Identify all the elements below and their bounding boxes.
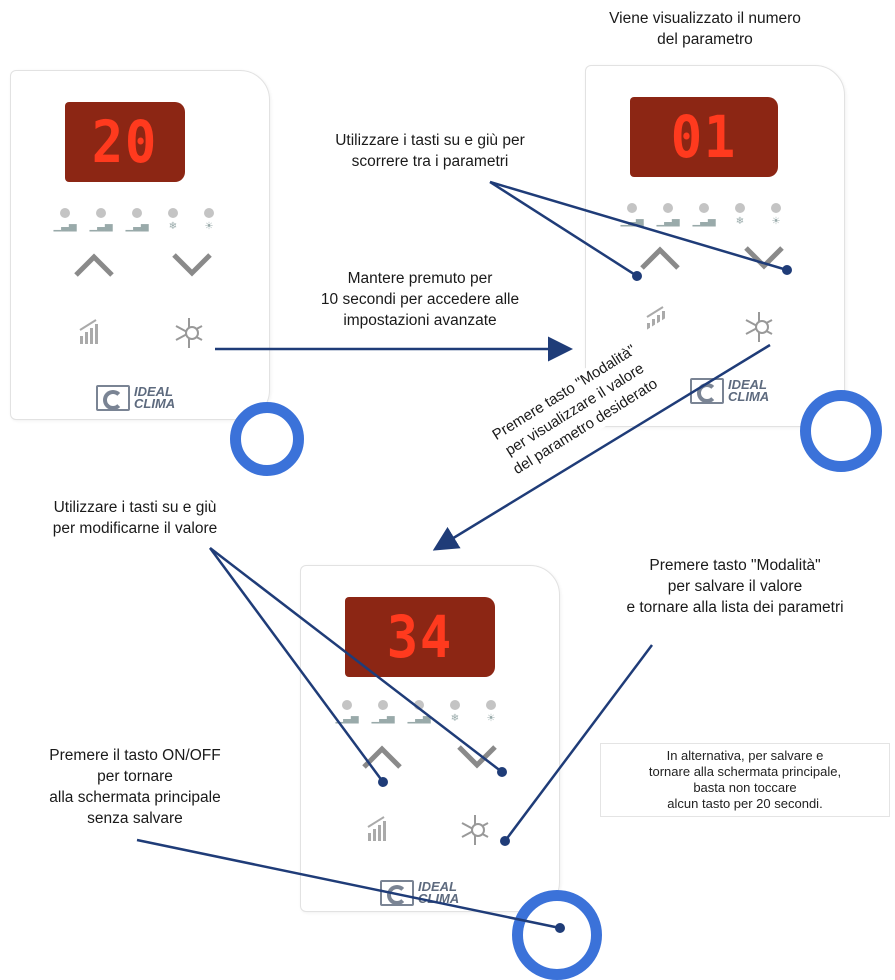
dot-marker bbox=[782, 265, 792, 275]
led-heat: ☀ bbox=[764, 203, 788, 228]
fan-speed-3-icon: ▁▃▅ bbox=[692, 216, 716, 227]
led-heat: ☀ bbox=[197, 208, 221, 233]
line-scroll-down bbox=[489, 180, 788, 272]
fan-speed-2-icon: ▁▃▅ bbox=[89, 221, 113, 232]
led-cool: ❄ bbox=[728, 203, 752, 228]
dot-marker bbox=[555, 923, 565, 933]
dot-marker bbox=[632, 271, 642, 281]
ideal-clima-logo-icon bbox=[380, 880, 414, 906]
led-speed-3: ▁▃▅ bbox=[125, 208, 149, 233]
led-speed-2: ▁▃▅ bbox=[371, 700, 395, 725]
led-speed-3: ▁▃▅ bbox=[407, 700, 431, 725]
line-onoff bbox=[136, 838, 561, 930]
led-speed-3: ▁▃▅ bbox=[692, 203, 716, 228]
mode-button-icon[interactable] bbox=[366, 815, 392, 849]
display-digits: 01 bbox=[670, 103, 738, 171]
status-leds: ▁▃▅ ▁▃▅ ▁▃▅ ❄ ☀ bbox=[53, 208, 233, 233]
fan-speed-1-icon: ▁▃▅ bbox=[620, 216, 644, 227]
onoff-button[interactable] bbox=[230, 402, 304, 476]
dot-marker bbox=[500, 836, 510, 846]
line-modify-up bbox=[208, 547, 385, 783]
ideal-clima-logo-icon bbox=[96, 385, 130, 411]
up-button[interactable] bbox=[638, 246, 682, 270]
led-speed-2: ▁▃▅ bbox=[89, 208, 113, 233]
status-leds: ▁▃▅ ▁▃▅ ▁▃▅ ❄ ☀ bbox=[335, 700, 515, 725]
led-speed-2: ▁▃▅ bbox=[656, 203, 680, 228]
fan-speed-1-icon: ▁▃▅ bbox=[335, 713, 359, 724]
led-speed-1: ▁▃▅ bbox=[620, 203, 644, 228]
sun-icon: ☀ bbox=[486, 713, 496, 724]
arrow-mode-view bbox=[432, 343, 771, 551]
temperature-display: 20 bbox=[65, 102, 185, 182]
up-button[interactable] bbox=[360, 745, 404, 769]
led-heat: ☀ bbox=[479, 700, 503, 725]
down-button[interactable] bbox=[742, 246, 786, 270]
fan-speed-2-icon: ▁▃▅ bbox=[656, 216, 680, 227]
fan-speed-3-icon: ▁▃▅ bbox=[407, 713, 431, 724]
fan-speed-2-icon: ▁▃▅ bbox=[371, 713, 395, 724]
snowflake-icon: ❄ bbox=[450, 713, 460, 724]
line-scroll-up bbox=[489, 180, 638, 278]
status-leds: ▁▃▅ ▁▃▅ ▁▃▅ ❄ ☀ bbox=[620, 203, 800, 228]
fan-speed-3-icon: ▁▃▅ bbox=[125, 221, 149, 232]
dot-marker bbox=[497, 767, 507, 777]
snow-sun-button-icon[interactable] bbox=[458, 813, 492, 853]
ideal-clima-logo-icon bbox=[690, 378, 724, 404]
fan-speed-1-icon: ▁▃▅ bbox=[53, 221, 77, 232]
up-button[interactable] bbox=[72, 253, 116, 277]
mode-button-icon[interactable] bbox=[78, 318, 104, 352]
sun-icon: ☀ bbox=[204, 221, 214, 232]
down-button[interactable] bbox=[170, 253, 214, 277]
snowflake-icon: ❄ bbox=[735, 216, 745, 227]
dot-marker bbox=[378, 777, 388, 787]
led-speed-1: ▁▃▅ bbox=[335, 700, 359, 725]
line-save bbox=[504, 644, 653, 842]
sun-icon: ☀ bbox=[771, 216, 781, 227]
display-digits: 20 bbox=[91, 108, 159, 176]
snow-sun-button-icon[interactable] bbox=[742, 310, 776, 350]
led-cool: ❄ bbox=[443, 700, 467, 725]
parameter-display: 01 bbox=[630, 97, 778, 177]
snow-sun-button-icon[interactable] bbox=[172, 316, 206, 356]
led-speed-1: ▁▃▅ bbox=[53, 208, 77, 233]
line-modify-down bbox=[209, 547, 503, 773]
led-cool: ❄ bbox=[161, 208, 185, 233]
onoff-button[interactable] bbox=[800, 390, 882, 472]
caption-save: Premere tasto "Modalità"per salvare il v… bbox=[626, 557, 844, 616]
down-button[interactable] bbox=[455, 745, 499, 769]
snowflake-icon: ❄ bbox=[168, 221, 178, 232]
display-digits: 34 bbox=[386, 603, 454, 671]
value-display: 34 bbox=[345, 597, 495, 677]
